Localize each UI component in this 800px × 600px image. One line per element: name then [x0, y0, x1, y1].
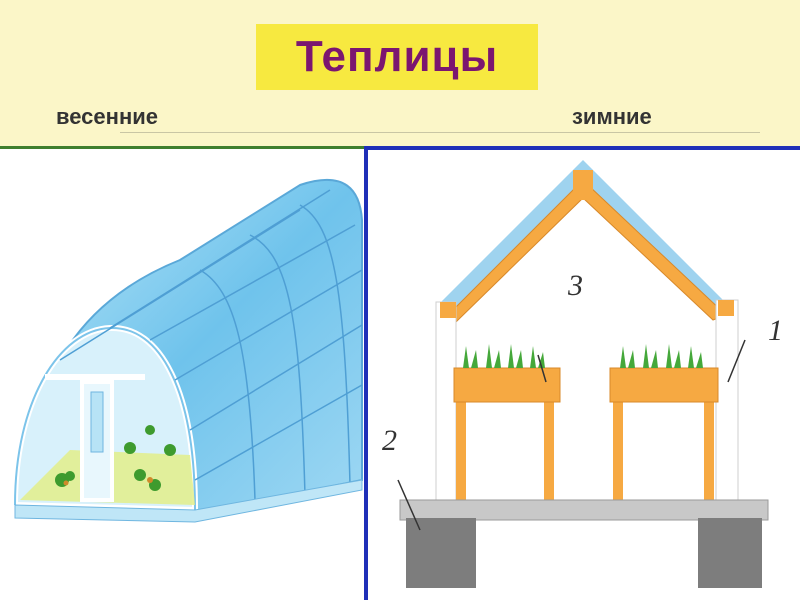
- header-underline: [120, 132, 760, 133]
- label-winter: зимние: [572, 104, 652, 129]
- label-spring: весенние: [56, 104, 158, 129]
- left-wall: [435, 301, 457, 503]
- foundation-right: [698, 518, 762, 588]
- callout-2: 2: [382, 424, 397, 457]
- planter-right: [609, 367, 719, 403]
- page-title: Теплицы: [295, 32, 499, 81]
- planter-left: [453, 367, 561, 403]
- callout-1: 1: [768, 314, 783, 347]
- header-green-line: [0, 146, 365, 149]
- panel-divider-left: [364, 146, 368, 600]
- roof-frame: [441, 184, 727, 323]
- title-box: Теплицы: [256, 24, 538, 90]
- callout-3: 3: [567, 269, 583, 302]
- spring-greenhouse-illustration: [11, 179, 363, 523]
- winter-greenhouse-illustration: 3 1 2: [382, 160, 783, 588]
- panel-divider-top: [364, 146, 800, 150]
- foundation-left: [406, 518, 476, 588]
- right-wall: [715, 299, 739, 501]
- floor-slab: [399, 499, 769, 521]
